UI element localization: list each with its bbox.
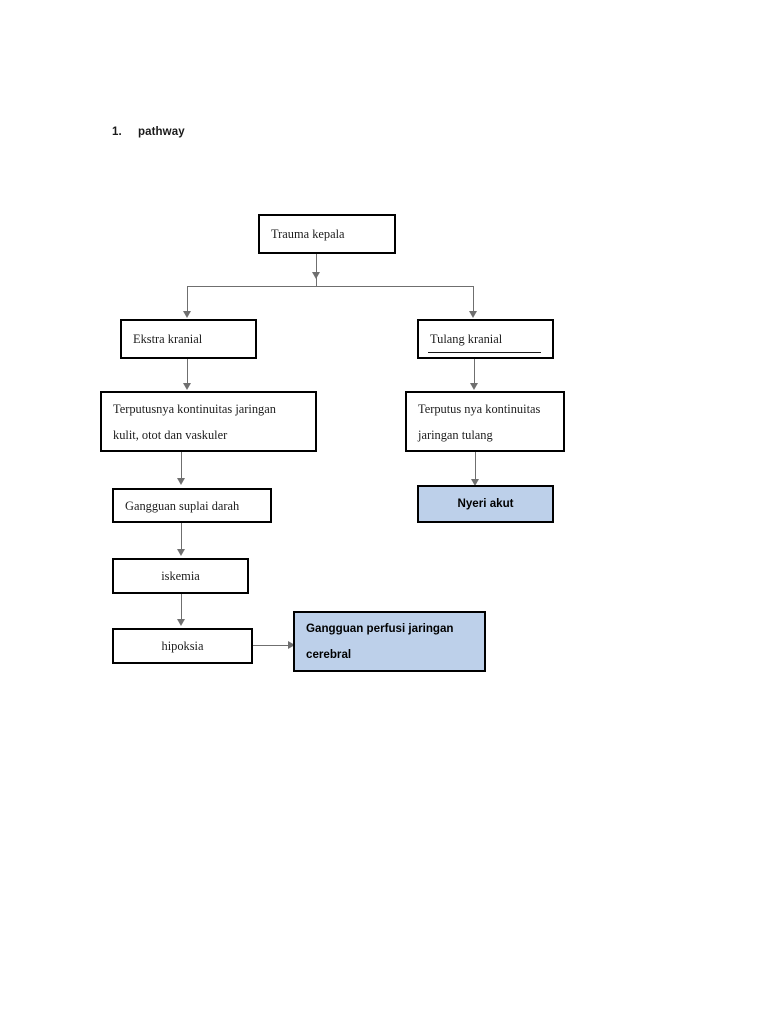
node-label: Nyeri akut [457, 497, 514, 510]
node-hipoksia[interactable]: hipoksia [112, 628, 253, 664]
connector-hipoksia-to-perfusi [253, 645, 293, 647]
connector-to-tulang-kranial [473, 286, 475, 314]
page-heading: 1. pathway [112, 126, 185, 138]
connector-arrow-tulang-kranial [469, 311, 477, 318]
connector-terputus-to-suplai [181, 452, 183, 481]
connector-ekstra-to-terputus [187, 359, 189, 386]
connector-iskemia-to-hipoksia [181, 594, 183, 622]
connector-arrow-terputus-tulang [470, 383, 478, 390]
node-terputus-tulang[interactable]: Terputus nya kontinuitas jaringan tulang [405, 391, 565, 452]
node-label-line2: kulit, otot dan vaskuler [113, 427, 228, 442]
connector-arrow-terputus-kulit [183, 383, 191, 390]
connector-split-center-arrow [312, 272, 320, 279]
connector-arrow-iskemia [177, 549, 185, 556]
node-trauma-kepala[interactable]: Trauma kepala [258, 214, 396, 254]
heading-label: pathway [138, 126, 185, 138]
node-gangguan-suplai-darah[interactable]: Gangguan suplai darah [112, 488, 272, 523]
node-iskemia[interactable]: iskemia [112, 558, 249, 594]
node-nyeri-akut[interactable]: Nyeri akut [417, 485, 554, 523]
node-ekstra-kranial[interactable]: Ekstra kranial [120, 319, 257, 359]
connector-tulang-to-terputus [474, 359, 476, 386]
node-label: Gangguan suplai darah [125, 498, 240, 513]
node-label-line2: cerebral [306, 647, 352, 661]
connector-to-ekstra-kranial [187, 286, 189, 314]
connector-arrow-ekstra-kranial [183, 311, 191, 318]
node-label: Trauma kepala [271, 227, 345, 241]
node-label: iskemia [161, 569, 200, 583]
connector-suplai-to-iskemia [181, 523, 183, 552]
connector-trauma-stem [316, 254, 318, 287]
node-label-line2: jaringan tulang [418, 427, 493, 442]
connector-arrow-hipoksia [177, 619, 185, 626]
node-terputus-kulit[interactable]: Terputusnya kontinuitas jaringan kulit, … [100, 391, 317, 452]
node-label: Ekstra kranial [133, 332, 203, 346]
heading-number: 1. [112, 126, 122, 138]
node-label: Tulang kranial [430, 332, 503, 346]
connector-arrow-nyeri-akut [471, 479, 479, 486]
connector-arrow-gangguan-suplai [177, 478, 185, 485]
node-label-line1: Terputusnya kontinuitas jaringan [113, 401, 276, 416]
tulang-kranial-underline [428, 352, 541, 354]
node-label: hipoksia [161, 639, 204, 653]
node-label-line1: Gangguan perfusi jaringan [306, 621, 454, 635]
node-label-line1: Terputus nya kontinuitas [418, 401, 541, 416]
connector-terputus-to-nyeri [475, 452, 477, 482]
node-gangguan-perfusi-jaringan-cerebral[interactable]: Gangguan perfusi jaringan cerebral [293, 611, 486, 672]
connector-split-bar [188, 286, 474, 288]
connector-arrow-gangguan-perfusi [288, 641, 295, 649]
